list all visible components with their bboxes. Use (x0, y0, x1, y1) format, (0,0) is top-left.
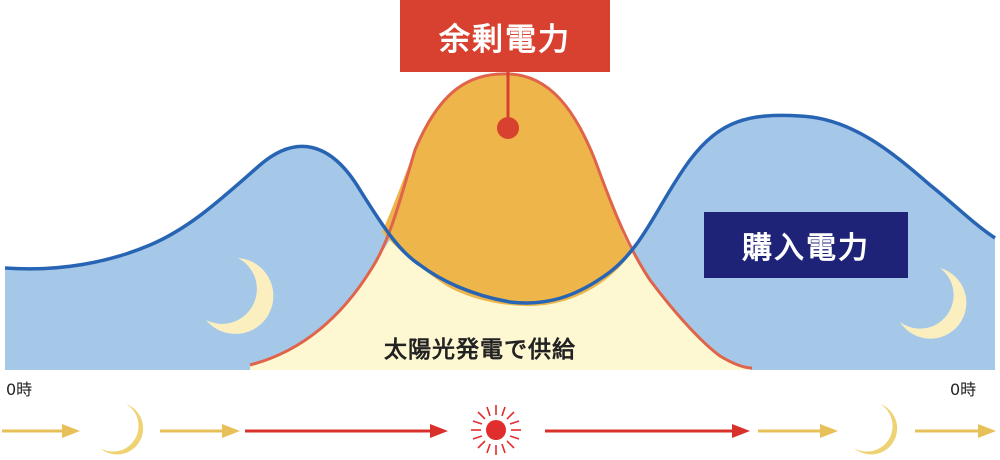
surplus-callout-dot (497, 117, 519, 139)
crescent-moon-icon (206, 258, 274, 334)
solar-generation-curve (249, 72, 753, 370)
surplus-power-label: 余剰電力 (400, 0, 610, 72)
crescent-moon-icon (900, 268, 967, 339)
time-end-label: 0時 (950, 380, 977, 399)
sun-icon (471, 405, 521, 455)
surplus-area (382, 73, 632, 306)
solar-supply-label: 太陽光発電で供給 (384, 337, 576, 363)
time-start-label: 0時 (6, 380, 33, 399)
solar-supply-area (250, 220, 750, 370)
demand-curve (4, 113, 996, 305)
crescent-moon-icon (854, 404, 898, 455)
purchased-power-label: 購入電力 (704, 212, 908, 278)
timeline (2, 424, 996, 438)
crescent-moon-icon (100, 404, 144, 455)
